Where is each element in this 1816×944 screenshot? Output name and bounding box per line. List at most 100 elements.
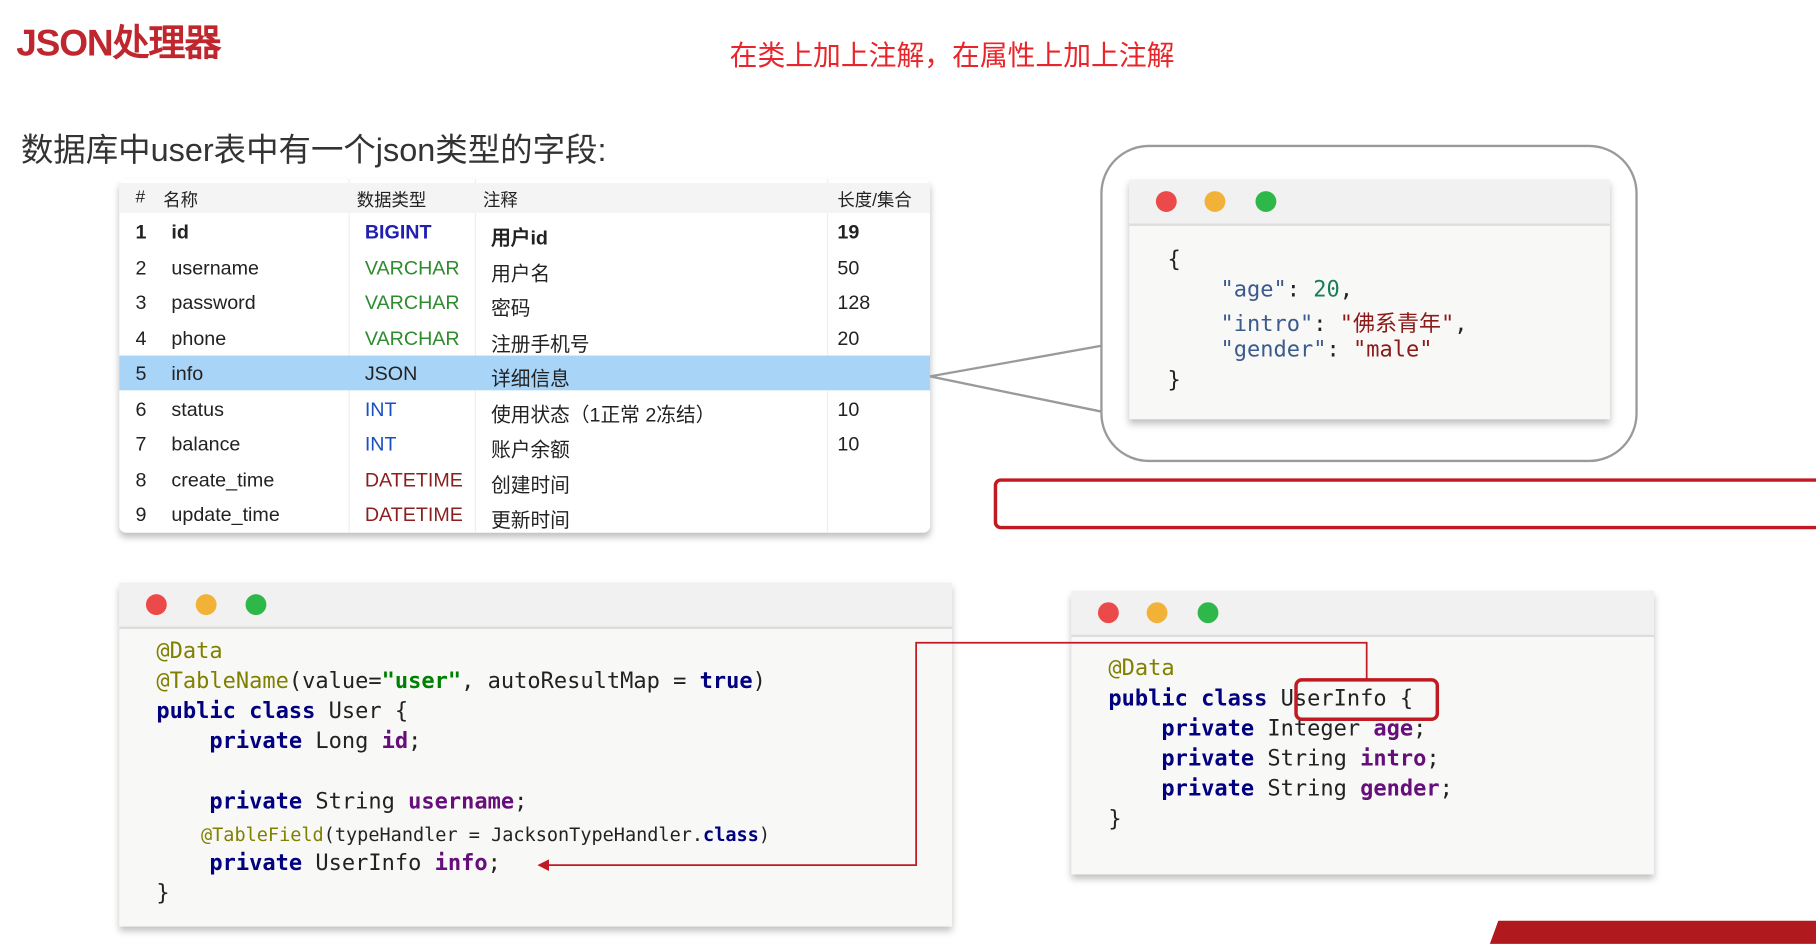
- code-token-plain: UserInfo: [315, 850, 435, 876]
- code-line: "age": 20,: [1167, 277, 1353, 302]
- code-line: }: [1108, 806, 1121, 831]
- code-line: }: [156, 880, 169, 905]
- close-dot-icon: [1155, 191, 1177, 212]
- code-token-kw: class: [703, 823, 759, 846]
- field-type: VARCHAR: [364, 256, 460, 279]
- field-comment: 创建时间: [491, 474, 570, 497]
- annotation-note: 在类上加上注解，在属性上加上注解: [729, 39, 1175, 72]
- code-line: private Long id;: [156, 729, 421, 754]
- code-token-plain: , autoResultMap =: [461, 668, 700, 694]
- field-name: info: [171, 362, 204, 385]
- window-titlebar: [119, 582, 953, 629]
- maximize-dot-icon: [1197, 602, 1219, 624]
- field-comment: 密码: [491, 297, 531, 320]
- code-token-fld: id: [381, 728, 409, 754]
- field-type: JSON: [364, 362, 418, 385]
- code-token-plain: (typeHandler = JacksonTypeHandler.: [323, 823, 704, 846]
- row-number: 2: [135, 256, 147, 279]
- code-token-ann: @TableField: [156, 823, 324, 846]
- field-type: INT: [364, 397, 397, 420]
- code-token-plain: ;: [514, 788, 528, 815]
- field-name: balance: [171, 433, 241, 456]
- code-line: "gender": "male": [1167, 337, 1432, 362]
- code-token-plain: :: [1286, 276, 1314, 303]
- code-token-plain: ,: [1454, 311, 1468, 338]
- code-token-plain: ;: [1413, 715, 1427, 742]
- code-token-plain: ): [752, 668, 766, 694]
- code-line: private String intro;: [1108, 746, 1439, 771]
- field-comment: 用户id: [491, 227, 548, 250]
- code-token-plain: ;: [1439, 775, 1453, 802]
- json-window: { "age": 20, "intro": "佛系青年", "gender": …: [1129, 179, 1610, 420]
- subtitle: 数据库中user表中有一个json类型的字段:: [20, 132, 607, 168]
- code-token-plain: (value=: [288, 668, 382, 694]
- code-token-kw: private: [1108, 715, 1268, 742]
- field-comment: 详细信息: [491, 368, 570, 391]
- code-token-plain: User {: [328, 698, 409, 724]
- code-token-fld: info: [434, 850, 488, 876]
- code-token-plain: ,: [1339, 276, 1353, 303]
- row-number: 9: [135, 503, 147, 526]
- close-dot-icon: [145, 594, 167, 616]
- code-token-plain: Long: [315, 728, 382, 754]
- field-comment: 更新时间: [491, 509, 570, 532]
- field-name: phone: [171, 327, 227, 350]
- code-token-key: "intro": [1167, 311, 1314, 338]
- code-token-kw: true: [699, 668, 753, 694]
- minimize-dot-icon: [1146, 602, 1168, 624]
- table-row[interactable]: 2 username VARCHAR 用户名 50: [119, 250, 930, 285]
- code-token-jstr: "佛系青年": [1339, 311, 1455, 338]
- code-token-kw: public class: [1108, 685, 1281, 712]
- field-comment: 账户余额: [491, 438, 570, 461]
- code-line: @TableField(typeHandler = JacksonTypeHan…: [156, 821, 770, 846]
- code-token-plain: }: [1167, 367, 1181, 393]
- code-token-plain: ;: [487, 850, 501, 876]
- code-token-str: "user": [381, 668, 462, 694]
- field-name: username: [171, 256, 259, 279]
- code-token-ann: @TableName: [156, 668, 289, 694]
- code-token-plain: String: [1267, 745, 1361, 772]
- minimize-dot-icon: [1204, 191, 1226, 212]
- row-number: 7: [135, 433, 147, 456]
- row-number: 5: [135, 362, 147, 385]
- field-length: 50: [837, 256, 860, 279]
- user-class-window: @Data@TableName(value="user", autoResult…: [119, 582, 953, 927]
- field-name: update_time: [171, 503, 280, 526]
- highlight-box: [993, 478, 1816, 530]
- table-row[interactable]: 5 info JSON 详细信息: [119, 355, 931, 391]
- code-token-kw: private: [156, 850, 316, 876]
- field-type: INT: [364, 433, 397, 456]
- code-token-key: "gender": [1167, 337, 1327, 363]
- field-length: 128: [837, 291, 871, 314]
- code-token-key: "age": [1167, 276, 1287, 303]
- row-number: 3: [135, 291, 147, 314]
- code-token-plain: String: [315, 788, 409, 815]
- code-token-plain: {: [1167, 246, 1181, 273]
- code-token-plain: {: [1386, 685, 1414, 712]
- code-token-plain: ): [758, 823, 771, 846]
- code-token-plain: }: [156, 880, 170, 906]
- code-token-plain: }: [1108, 806, 1122, 832]
- field-type: DATETIME: [364, 468, 463, 491]
- row-number: 8: [135, 468, 147, 491]
- window-titlebar: [1071, 590, 1654, 638]
- column-header: 数据类型: [356, 191, 427, 211]
- code-token-plain: String: [1267, 775, 1361, 802]
- code-line: {: [1167, 247, 1180, 272]
- row-number: 4: [135, 327, 147, 350]
- code-line: private UserInfo info;: [156, 850, 501, 875]
- code-token-fld: username: [408, 788, 515, 815]
- code-token-jstr: "male": [1352, 337, 1433, 363]
- slide-title: JSON处理器: [16, 22, 221, 64]
- field-comment: 用户名: [491, 262, 551, 285]
